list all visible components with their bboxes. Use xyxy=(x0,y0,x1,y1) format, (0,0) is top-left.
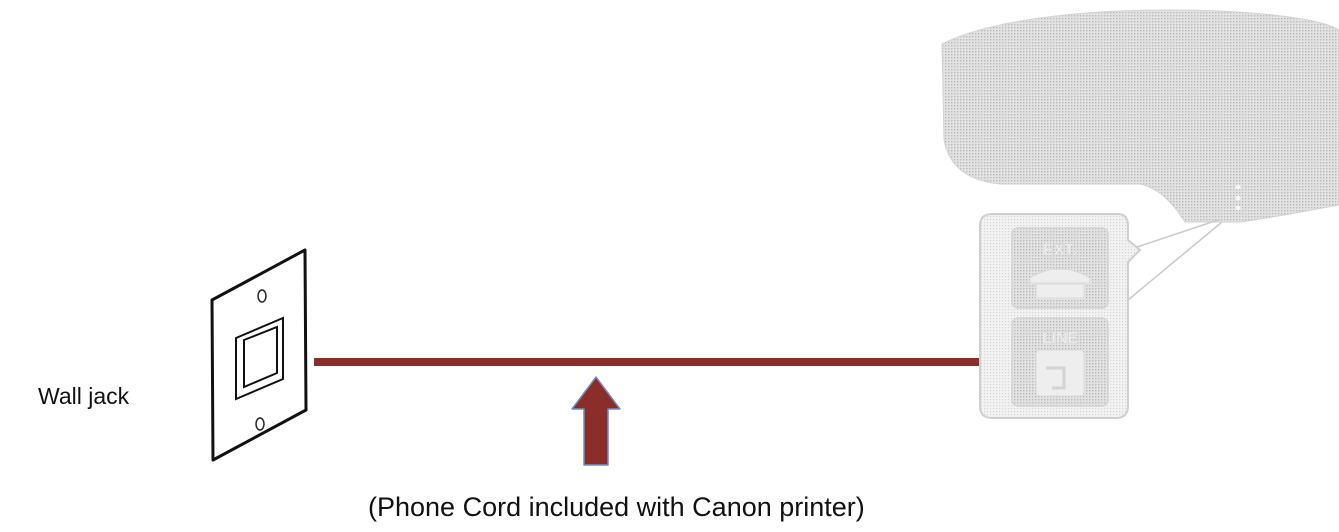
phone-cord-caption: (Phone Cord included with Canon printer) xyxy=(368,492,865,522)
line-port-icon xyxy=(1035,349,1085,397)
telephone-icon xyxy=(1029,268,1091,299)
line-port-label: LINE xyxy=(1042,330,1079,347)
ext-port-label: EXT. xyxy=(1043,242,1077,259)
wall-jack-icon xyxy=(210,248,308,462)
wall-jack-label: Wall jack xyxy=(38,383,130,409)
printer-icon xyxy=(941,9,1339,301)
up-arrow-icon xyxy=(571,376,621,466)
